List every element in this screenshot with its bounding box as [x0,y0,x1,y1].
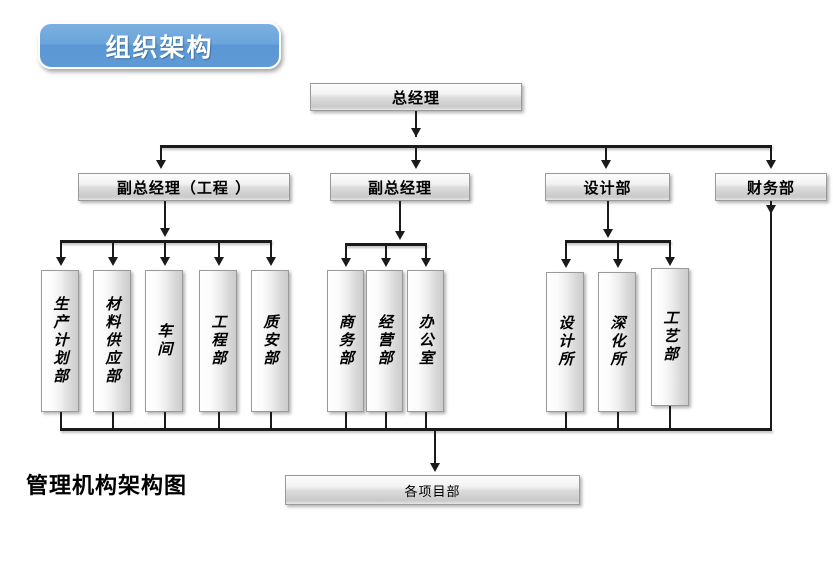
connector-root-stem [415,111,417,137]
node-operations-dept[interactable]: 经营部 [366,270,403,412]
connector-stub-g1-0 [60,412,62,430]
connector-stub-g2-1 [385,412,387,430]
arrow-g1-1 [108,257,118,266]
arrow-g2-0 [341,258,351,267]
connector-stub-g3-0 [565,412,567,430]
connector-drop-l2-0 [160,145,162,163]
node-process-dept[interactable]: 工艺部 [651,268,689,406]
connector-stub-g1-1 [112,412,114,430]
arrow-l2-2 [601,160,611,169]
connector-finance-to-bottom [770,201,772,429]
node-workshop[interactable]: 车间 [145,270,183,412]
connector-drop-g2-1 [385,243,387,261]
title-badge: 组织架构 [38,22,281,69]
node-deputy-gm[interactable]: 副总经理 [330,173,470,201]
connector-drop-g1-1 [112,240,114,260]
node-office[interactable]: 办公室 [407,270,444,412]
node-deepening-institute[interactable]: 深化所 [598,272,636,412]
title-badge-label: 组织架构 [105,32,214,62]
connector-drop-g1-4 [270,240,272,260]
node-general-manager[interactable]: 总经理 [310,83,522,111]
connector-stub-g2-2 [425,412,427,430]
arrow-g3-0 [561,259,571,268]
connector-stub-g2-0 [345,412,347,430]
node-design-institute-label: 设计所 [556,315,575,369]
arrow-finance-down [766,205,776,214]
node-quality-safety-dept[interactable]: 质安部 [251,270,289,412]
arrow-l2-3 [766,160,776,169]
connector-stub-g1-4 [270,412,272,430]
arrow-l2-1 [411,160,421,169]
node-project-departments-label: 各项目部 [404,484,461,500]
arrow-root-down [411,128,421,137]
node-project-departments[interactable]: 各项目部 [285,475,580,505]
connector-g1-stem [164,201,166,233]
arrow-g1-4 [266,257,276,266]
node-design-dept[interactable]: 设计部 [545,173,670,201]
arrow-g2-2 [421,258,431,267]
arrow-g1-0 [56,257,66,266]
connector-stub-g1-2 [164,412,166,430]
node-quality-safety-dept-label: 质安部 [261,314,280,368]
node-deputy-gm-engineering-label: 副总经理（工程 ） [116,178,252,197]
connector-drop-g1-0 [60,240,62,260]
connector-drop-g3-0 [565,240,567,262]
node-business-dept-label: 商务部 [336,314,355,368]
arrow-g1-stem [160,228,170,237]
connector-drop-g2-0 [345,243,347,261]
node-production-planning-dept-label: 生产计划部 [51,296,70,386]
node-deepening-institute-label: 深化所 [608,315,627,369]
arrow-footer [430,463,440,472]
connector-drop-l2-2 [605,145,607,163]
node-engineering-dept[interactable]: 工程部 [199,270,237,412]
node-process-dept-label: 工艺部 [661,310,680,364]
node-design-institute[interactable]: 设计所 [546,272,584,412]
arrow-g3-2 [665,257,675,266]
connector-stub-g3-2 [669,406,671,430]
node-material-supply-dept[interactable]: 材料供应部 [93,270,131,412]
arrow-g3-stem [603,229,613,238]
node-production-planning-dept[interactable]: 生产计划部 [41,270,79,412]
connector-bus-bottom [60,428,772,431]
connector-g2-stem [399,201,401,235]
connector-drop-l2-3 [770,145,772,163]
connector-drop-g1-2 [164,240,166,260]
connector-bus-level2 [160,145,772,148]
node-material-supply-dept-label: 材料供应部 [103,296,122,386]
chart-caption: 管理机构架构图 [26,474,188,499]
node-engineering-dept-label: 工程部 [209,314,228,368]
connector-drop-footer [434,428,436,468]
connector-drop-g3-1 [617,240,619,262]
connector-drop-l2-1 [415,145,417,163]
node-deputy-gm-label: 副总经理 [367,178,432,197]
node-deputy-gm-engineering[interactable]: 副总经理（工程 ） [78,173,290,201]
arrow-g2-1 [381,258,391,267]
connector-stub-g3-1 [617,412,619,430]
arrow-g3-1 [613,259,623,268]
node-general-manager-label: 总经理 [391,88,440,107]
connector-stub-g1-3 [218,412,220,430]
node-design-dept-label: 设计部 [583,178,632,197]
arrow-g1-3 [214,257,224,266]
node-finance-dept-label: 财务部 [746,178,795,197]
arrow-g1-2 [160,257,170,266]
connector-g3-stem [607,201,609,233]
arrow-g2-stem [395,231,405,240]
connector-drop-g1-3 [218,240,220,260]
node-workshop-label: 车间 [155,323,174,359]
connector-drop-g2-2 [425,243,427,261]
connector-drop-g3-2 [669,240,671,260]
arrow-l2-0 [156,160,166,169]
node-finance-dept[interactable]: 财务部 [715,173,827,201]
node-business-dept[interactable]: 商务部 [327,270,364,412]
node-office-label: 办公室 [416,314,435,368]
node-operations-dept-label: 经营部 [375,314,394,368]
connector-bus-group1 [60,240,272,243]
